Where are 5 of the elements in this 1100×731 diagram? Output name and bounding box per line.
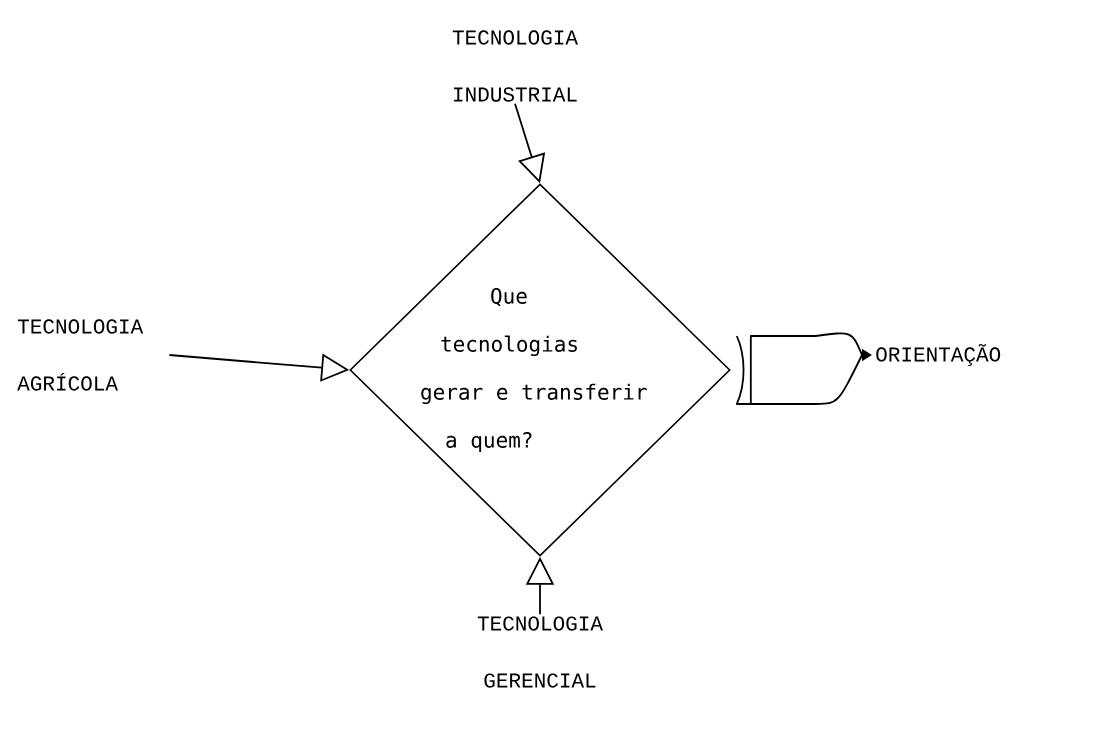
category-label: TECNOLOGIA GERENCIAL [477, 616, 603, 688]
category-label: TECNOLOGIA AGRÍCOLA [17, 319, 144, 391]
output-arrow [735, 332, 872, 405]
output-label: ORIENTAÇÃO [876, 344, 1001, 366]
category-label: TECNOLOGIA INDUSTRIAL [452, 30, 578, 102]
